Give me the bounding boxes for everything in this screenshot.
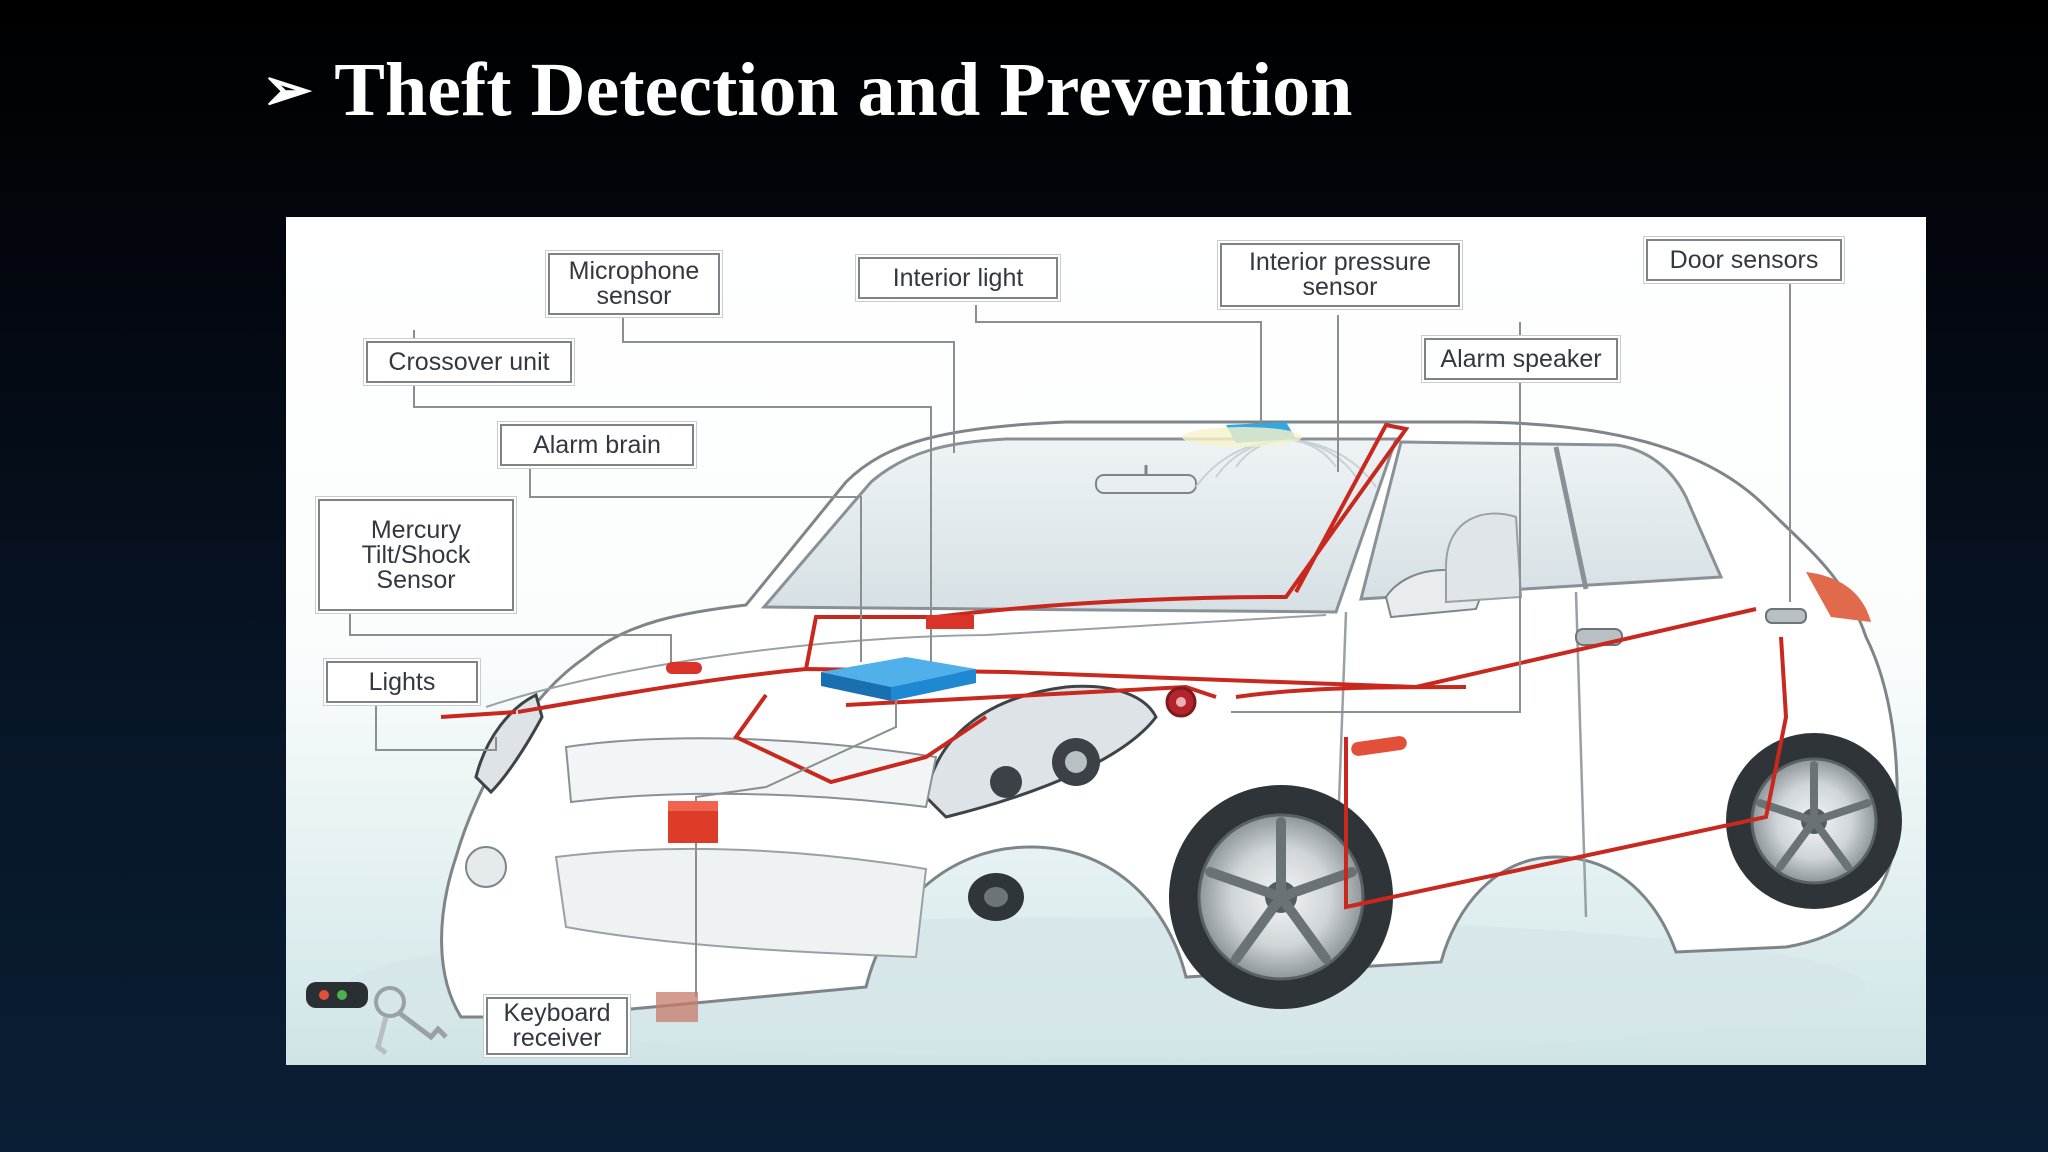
alarm-brain-unit [821,657,976,701]
label-door-sensors: Door sensors [1646,239,1842,281]
label-interior-pressure-sensor: Interior pressure sensor [1220,243,1460,307]
rear-wheel [1726,733,1902,909]
microphone-component [666,662,702,674]
slide-title-text: Theft Detection and Prevention [334,48,1353,132]
car-alarm-diagram: Microphone sensor Interior light Interio… [286,217,1926,1065]
label-alarm-brain: Alarm brain [500,424,694,466]
interior-light-component [926,615,974,629]
label-lights: Lights [326,661,478,703]
car-illustration [306,283,1902,1057]
alarm-wiring [440,422,1789,910]
leader-lines [349,283,1791,997]
slide-title: ➢ Theft Detection and Prevention [262,52,1352,128]
label-interior-light: Interior light [858,257,1058,299]
label-keyboard-receiver: Keyboard receiver [486,997,628,1055]
car-body [440,420,1902,1019]
label-crossover-unit: Crossover unit [366,341,572,383]
label-alarm-speaker: Alarm speaker [1424,338,1618,380]
key-fob-icon [306,982,448,1055]
label-mercury-tilt-shock-sensor: Mercury Tilt/Shock Sensor [318,499,514,611]
crossover-unit-box [668,801,718,843]
label-microphone-sensor: Microphone sensor [548,253,720,315]
front-wheel [1169,785,1393,1009]
arrow-bullet-icon: ➢ [262,57,313,123]
